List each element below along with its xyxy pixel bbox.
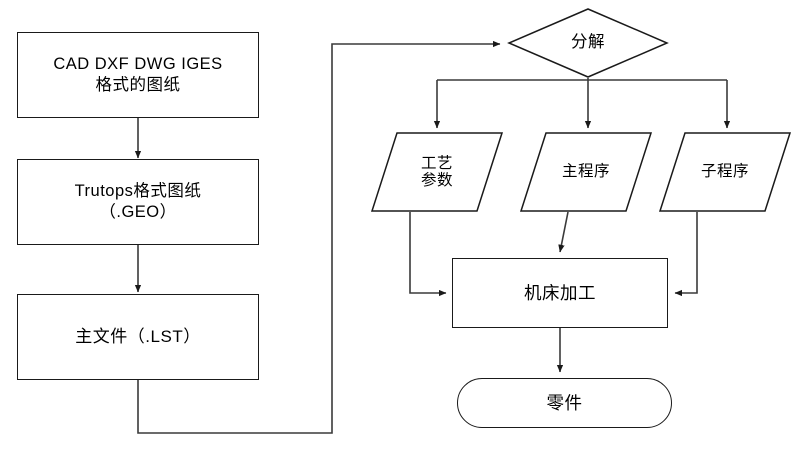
node-machining[interactable]: 机床加工 <box>452 258 668 328</box>
edge-mainprogram-to-machining <box>558 211 569 253</box>
node-main-file-label: 主文件（.LST） <box>75 327 201 347</box>
node-source-drawing[interactable]: CAD DXF DWG IGES 格式的图纸 <box>17 32 259 118</box>
node-sub-program-label: 子程序 <box>700 163 749 181</box>
node-part-label: 零件 <box>546 392 583 413</box>
node-part[interactable]: 零件 <box>457 378 672 428</box>
node-process-params-text: 工艺 参数 <box>371 132 503 212</box>
node-decompose[interactable]: 分解 <box>507 8 669 78</box>
node-machining-label: 机床加工 <box>524 282 596 303</box>
edge-subprogram-to-machining <box>674 212 698 297</box>
node-process-params[interactable]: 工艺 参数 <box>370 132 504 212</box>
node-source-drawing-label: CAD DXF DWG IGES 格式的图纸 <box>53 54 223 94</box>
node-sub-program-text: 子程序 <box>659 132 791 212</box>
node-decompose-text: 分解 <box>508 8 668 78</box>
node-sub-program[interactable]: 子程序 <box>658 132 792 212</box>
node-main-program-label: 主程序 <box>561 163 610 181</box>
node-main-file[interactable]: 主文件（.LST） <box>17 294 259 380</box>
node-process-params-label: 工艺 参数 <box>420 154 453 189</box>
node-trutops-drawing-label: Trutops格式图纸 （.GEO） <box>74 181 202 221</box>
node-trutops-drawing[interactable]: Trutops格式图纸 （.GEO） <box>17 159 259 245</box>
edge-params-to-machining <box>409 212 447 297</box>
node-decompose-label: 分解 <box>571 33 605 52</box>
node-main-program[interactable]: 主程序 <box>519 132 653 212</box>
node-main-program-text: 主程序 <box>520 132 652 212</box>
